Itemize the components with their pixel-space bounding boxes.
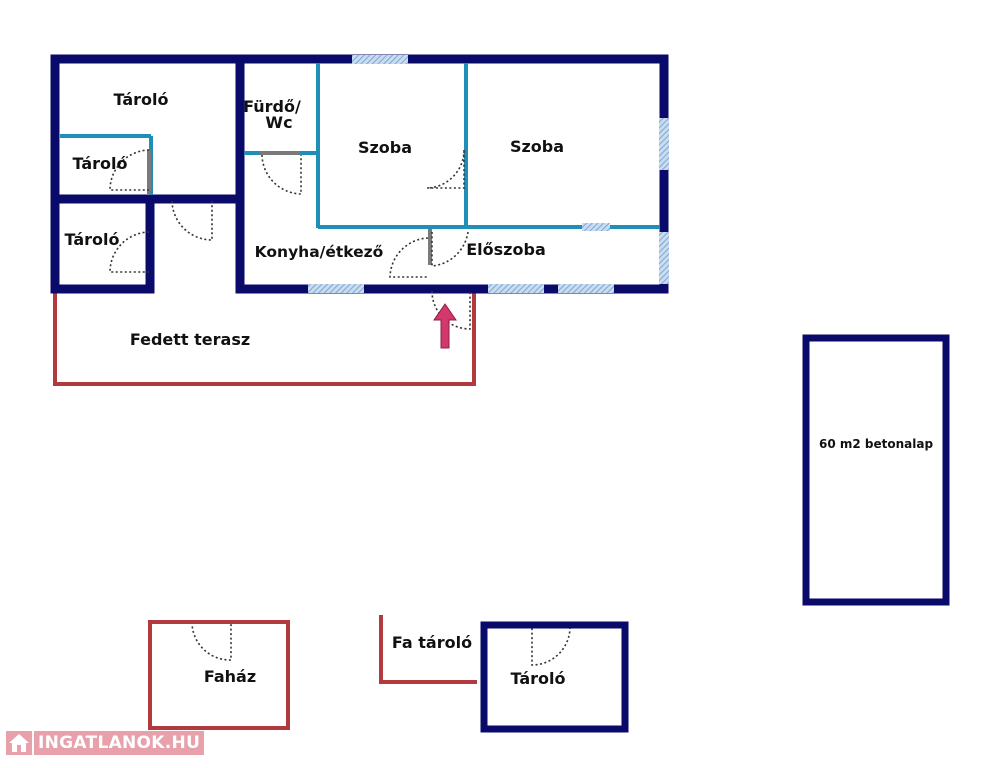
- window-inner: [582, 223, 610, 231]
- watermark-text: INGATLANOK.HU: [34, 731, 205, 755]
- terrace-outline: [53, 290, 476, 386]
- label-furdo-line2: Wc: [265, 113, 292, 132]
- entry-arrow-icon: [433, 303, 457, 349]
- label-szoba-2: Szoba: [510, 137, 564, 156]
- label-tarolo-shed: Tároló: [510, 669, 565, 688]
- label-fa-tarolo: Fa tároló: [392, 633, 472, 652]
- label-tarolo-left: Tároló: [64, 230, 119, 249]
- label-szoba-1: Szoba: [358, 138, 412, 157]
- label-tarolo-small: Tároló: [72, 154, 127, 173]
- label-konyha: Konyha/étkező: [255, 243, 384, 261]
- label-furdo-line1: Fürdő/: [243, 97, 301, 116]
- inner-door-jambs: [147, 150, 432, 265]
- window-right-top: [659, 118, 669, 170]
- label-betonalap: 60 m2 betonalap: [819, 437, 933, 451]
- window-bottom-3: [558, 284, 614, 293]
- window-bottom-2: [488, 284, 544, 293]
- house-icon: [6, 731, 32, 755]
- label-terasz: Fedett terasz: [130, 330, 250, 349]
- concrete-base-outline: [802, 334, 950, 606]
- window-bottom-1: [308, 284, 364, 293]
- window-top: [352, 55, 408, 64]
- label-eloszoba: Előszoba: [466, 240, 545, 259]
- window-right-bottom: [659, 232, 669, 284]
- watermark: INGATLANOK.HU: [6, 730, 205, 756]
- fa-tarolo-wall: [379, 615, 477, 684]
- label-fahaz: Faház: [204, 667, 256, 686]
- label-tarolo-top: Tároló: [113, 90, 168, 109]
- tarolo-shed-outline: [480, 621, 629, 733]
- fahaz-outline: [148, 620, 290, 730]
